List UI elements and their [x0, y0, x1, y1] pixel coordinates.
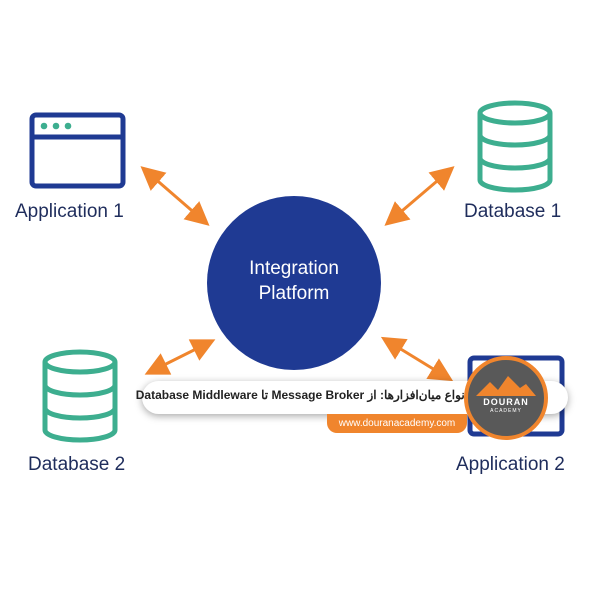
bidirectional-arrow	[144, 339, 216, 375]
platform-label-line1: Integration	[249, 258, 339, 279]
logo-subtitle: ACADEMY	[490, 408, 522, 414]
bidirectional-arrow	[140, 166, 210, 226]
banner-title: انواع میان‌افزارها: از Message Broker تا…	[135, 388, 468, 402]
bidirectional-arrow	[384, 166, 455, 226]
bidirectional-arrow	[380, 336, 454, 382]
application-2-label: Application 2	[456, 454, 565, 475]
platform-label-line2: Platform	[258, 283, 330, 304]
integration-platform-circle	[207, 196, 381, 370]
douran-academy-logo: DOURAN ACADEMY	[464, 356, 548, 440]
application-window-icon	[29, 112, 126, 189]
integration-platform-label: Integration Platform	[208, 256, 380, 306]
database-icon	[477, 100, 553, 193]
database-1-label: Database 1	[464, 201, 562, 222]
application-1-label: Application 1	[15, 201, 124, 222]
database-2-label: Database 2	[28, 454, 126, 475]
logo-name: DOURAN	[483, 397, 529, 407]
website-url[interactable]: www.douranacademy.com	[327, 414, 467, 433]
database-icon	[42, 349, 118, 443]
logo-mountain-icon	[476, 376, 536, 396]
